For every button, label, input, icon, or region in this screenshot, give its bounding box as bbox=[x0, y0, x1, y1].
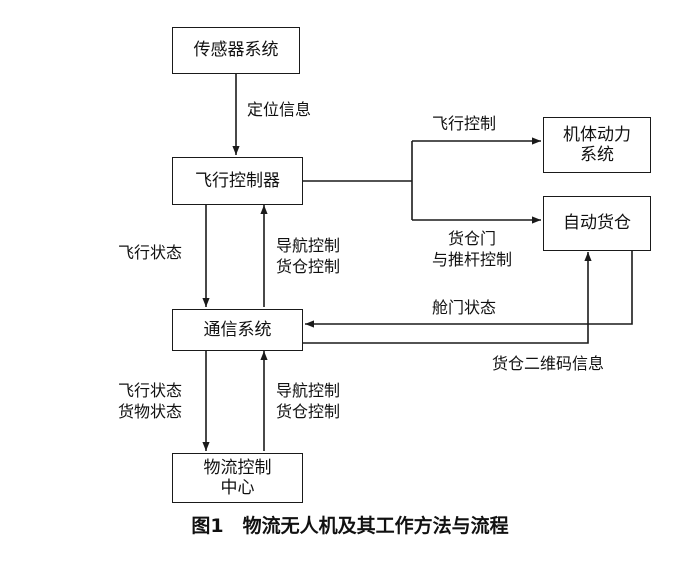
node-sensor-system: 传感器系统 bbox=[172, 27, 300, 74]
label-nav-cargo-control-upper: 导航控制 货仓控制 bbox=[276, 236, 341, 276]
figure-caption: 图1 物流无人机及其工作方法与流程 bbox=[191, 515, 509, 537]
label-nav-cargo-control-lower: 导航控制 货仓控制 bbox=[276, 381, 341, 421]
label-flight-control: 飞行控制 bbox=[432, 114, 497, 133]
arrow-hatch-status bbox=[305, 251, 633, 328]
node-flight-controller: 飞行控制器 bbox=[172, 157, 303, 205]
arrow-cargo-qr bbox=[303, 252, 592, 344]
label-positioning-info: 定位信息 bbox=[247, 100, 312, 119]
node-logistics-center: 物流控制 中心 bbox=[172, 453, 303, 503]
label-cargo-qr-info: 货仓二维码信息 bbox=[492, 354, 605, 373]
label-door-rod-control: 货仓门 与推杆控制 bbox=[431, 229, 512, 269]
node-comm-system: 通信系统 bbox=[172, 309, 303, 351]
node-auto-cargo: 自动货仓 bbox=[543, 196, 651, 251]
label-hatch-status: 舱门状态 bbox=[432, 298, 497, 317]
label-flight-goods-status: 飞行状态 货物状态 bbox=[118, 381, 183, 421]
node-body-power-system: 机体动力 系统 bbox=[543, 117, 651, 173]
label-flight-status: 飞行状态 bbox=[118, 243, 183, 262]
